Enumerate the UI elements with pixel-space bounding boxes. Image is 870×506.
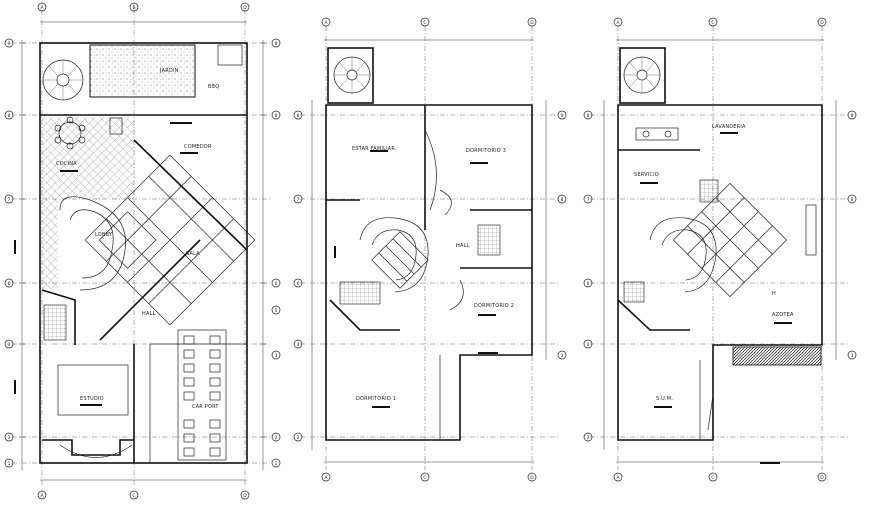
room-h: H — [772, 291, 776, 297]
plan-roof-floor: LAVANDERIA SERVICIO AZOTEA S.U.M. H A C … — [583, 17, 857, 482]
svg-text:C: C — [423, 475, 426, 481]
svg-text:6: 6 — [275, 281, 278, 287]
svg-text:9: 9 — [275, 41, 278, 47]
svg-text:8: 8 — [275, 113, 278, 119]
grid-bubbles-left: 8 7 6 4 2 — [583, 110, 593, 442]
room-estudio: ESTUDIO — [80, 396, 104, 402]
room-azotea: AZOTEA — [772, 312, 794, 318]
svg-text:A: A — [324, 20, 328, 26]
room-lobby: LOBBY — [95, 232, 113, 238]
room-comedor: COMEDOR — [184, 144, 212, 150]
svg-text:3: 3 — [851, 353, 854, 359]
svg-text:A: A — [324, 475, 328, 481]
room-sum: S.U.M. — [656, 396, 673, 402]
room-hall-upper: HALL — [456, 243, 470, 249]
svg-text:9: 9 — [561, 113, 564, 119]
svg-text:A: A — [40, 493, 44, 499]
svg-text:7: 7 — [8, 197, 11, 203]
room-jardin: JARDIN — [159, 68, 179, 74]
svg-text:8: 8 — [297, 113, 300, 119]
svg-text:C: C — [711, 20, 714, 26]
svg-text:6: 6 — [587, 281, 590, 287]
svg-text:4: 4 — [8, 342, 11, 348]
spiral-stair — [42, 59, 84, 101]
room-estar-familiar: ESTAR FAMILIAR — [352, 146, 395, 152]
svg-text:A: A — [616, 475, 620, 481]
svg-text:8: 8 — [8, 113, 11, 119]
room-servicio: SERVICIO — [634, 172, 659, 178]
svg-text:D: D — [243, 5, 247, 11]
svg-text:7: 7 — [297, 197, 300, 203]
svg-text:C: C — [711, 475, 714, 481]
svg-text:8: 8 — [561, 197, 564, 203]
plan-ground-floor: COMEDOR COCINA SALA LOBBY HALL ESTUDIO J… — [4, 2, 281, 500]
room-lavanderia: LAVANDERIA — [712, 124, 746, 130]
svg-text:4: 4 — [297, 342, 300, 348]
grid-bubbles-bottom: A C D — [37, 490, 250, 500]
grid-bubbles-right: 9 8 3 — [557, 110, 567, 360]
room-cocina: COCINA — [56, 161, 77, 167]
svg-text:2: 2 — [275, 435, 278, 441]
grid-bubbles-right: 9 8 3 — [847, 110, 857, 360]
svg-text:A: A — [616, 20, 620, 26]
svg-text:D: D — [820, 475, 824, 481]
svg-text:2: 2 — [297, 435, 300, 441]
room-car-port: CAR PORT — [192, 404, 219, 410]
plan-upper-floor: ESTAR FAMILIAR DORMITORIO 3 DORMITORIO 2… — [293, 17, 567, 482]
svg-text:3: 3 — [275, 353, 278, 359]
svg-text:A: A — [40, 5, 44, 11]
grid-bubbles-right: 9 8 6 5 3 2 1 — [271, 38, 281, 468]
svg-text:3: 3 — [561, 353, 564, 359]
svg-text:9: 9 — [851, 113, 854, 119]
room-dormitorio-2: DORMITORIO 2 — [474, 303, 514, 309]
svg-text:8: 8 — [851, 197, 854, 203]
svg-text:C: C — [423, 20, 426, 26]
grid-bubbles-bottom: A C D — [613, 472, 827, 482]
svg-text:2: 2 — [587, 435, 590, 441]
svg-text:D: D — [243, 493, 247, 499]
room-sala: SALA — [186, 251, 200, 257]
grid-bubbles-left: 9 8 7 6 4 3 1 — [4, 38, 14, 468]
room-dormitorio-1: DORMITORIO 1 — [356, 396, 396, 402]
grid-bubbles-top: A C D — [321, 17, 537, 27]
room-bbq: BBQ — [208, 84, 219, 90]
svg-text:B: B — [132, 5, 135, 11]
svg-text:D: D — [820, 20, 824, 26]
svg-text:8: 8 — [587, 113, 590, 119]
svg-text:5: 5 — [275, 308, 278, 314]
grid-bubbles-top: A C D — [613, 17, 827, 27]
svg-text:1: 1 — [275, 461, 278, 467]
svg-text:9: 9 — [8, 41, 11, 47]
grid-bubbles-left: 8 7 6 4 2 — [293, 110, 303, 442]
svg-text:4: 4 — [587, 342, 590, 348]
upper-stair — [359, 217, 429, 293]
svg-text:6: 6 — [8, 281, 11, 287]
grid-bubbles-bottom: A C D — [321, 472, 537, 482]
svg-text:D: D — [530, 20, 534, 26]
room-hall: HALL — [142, 311, 156, 317]
svg-text:6: 6 — [297, 281, 300, 287]
svg-text:1: 1 — [8, 461, 11, 467]
svg-text:C: C — [132, 493, 135, 499]
grid-bubbles-top: A B D — [37, 2, 250, 12]
carport-pavers — [177, 329, 227, 461]
svg-text:D: D — [530, 475, 534, 481]
svg-text:7: 7 — [587, 197, 590, 203]
svg-text:3: 3 — [8, 435, 11, 441]
room-dormitorio-3: DORMITORIO 3 — [466, 148, 506, 154]
